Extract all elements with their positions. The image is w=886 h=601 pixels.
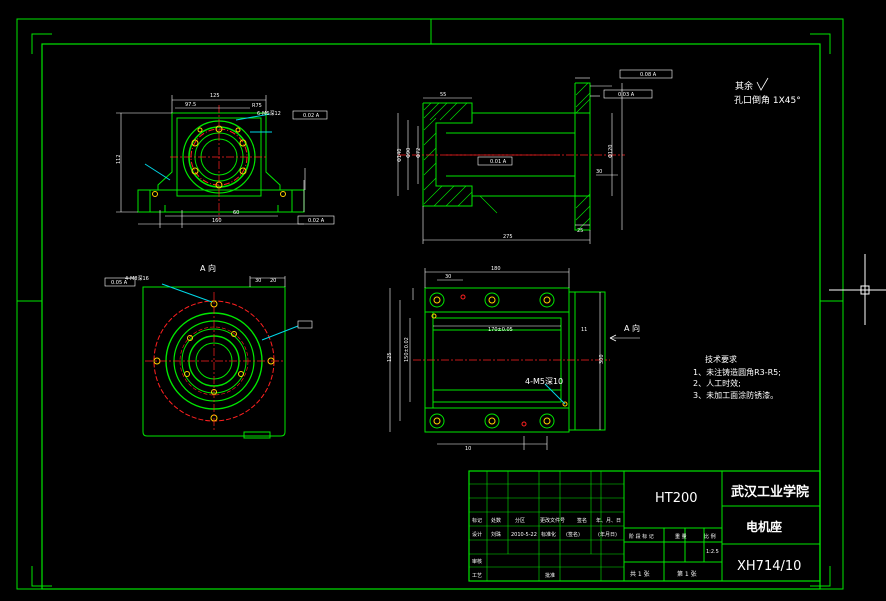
dim-side-c: 170±0.05 <box>488 327 513 333</box>
a-view[interactable] <box>142 276 299 439</box>
dim-sec-e: Φ72 <box>416 148 422 158</box>
view-label-a: A 向 <box>200 263 216 273</box>
dim-top-a: 97.5 <box>185 102 196 108</box>
svg-text:0.03 A: 0.03 A <box>618 92 635 98</box>
dim-side-e: 125 <box>387 352 393 362</box>
callout-holes-top: 6-M6深12 <box>257 110 281 117</box>
tb-row-change: 更改文件号 <box>540 517 565 524</box>
dim-top-d: 160 <box>212 218 222 224</box>
tb-stage: 阶 段 标 记 <box>629 533 654 540</box>
dim-sec-f: Φ120 <box>608 145 614 158</box>
tb-drawing-no: XH714/10 <box>737 559 801 574</box>
tb-row-mark: 标记 <box>472 517 482 524</box>
surface-note-chamfer: 孔口倒角 1X45° <box>734 94 801 106</box>
dim-sec-d: Φ90 <box>406 148 412 158</box>
dim-sec-h: 25 <box>577 228 583 234</box>
callout-holes-side: 4-M5深10 <box>525 377 563 386</box>
tb-ratio: 比 例 <box>704 533 716 540</box>
dim-sec-c: Φ140 <box>397 149 403 162</box>
dim-side-a: 180 <box>491 266 501 272</box>
side-view[interactable] <box>389 268 640 450</box>
dim-top-w: 125 <box>210 93 220 99</box>
tol-frame-4: 0.08 A <box>619 69 673 79</box>
corner-mark-bl <box>31 566 52 587</box>
tb-part-name: 电机座 <box>746 519 782 534</box>
inner-frame <box>41 43 821 590</box>
dim-sec-a: 55 <box>440 92 446 98</box>
dim-top-h: 112 <box>116 154 122 164</box>
tb-craft: 工艺 <box>472 573 482 579</box>
outer-frame <box>16 18 844 590</box>
crosshair-cursor[interactable] <box>829 254 886 325</box>
tb-approve: 批准 <box>545 572 555 579</box>
tb-scale: 1:2.5 <box>706 549 719 555</box>
svg-text:0.02 A: 0.02 A <box>303 113 320 119</box>
corner-mark-br <box>810 566 831 587</box>
tb-material: HT200 <box>655 491 698 506</box>
dim-side-g: 10 <box>465 446 471 452</box>
tech-req-item-1: 1、未注铸造圆角R3-R5; <box>693 367 781 377</box>
dim-side-b: 30 <box>445 274 451 280</box>
tb-design: 设计 <box>472 531 482 538</box>
callout-holes-a: 4-M8深16 <box>125 275 149 282</box>
tb-row-count: 处数 <box>491 517 501 524</box>
tb-weight: 重 量 <box>675 533 687 540</box>
roughness-symbol <box>756 77 769 91</box>
dim-a-b: 20 <box>270 278 276 284</box>
tb-date: 2010-5-22 <box>511 532 537 538</box>
dim-side-f: 150±0.02 <box>404 337 410 362</box>
datum-box <box>297 320 313 329</box>
tb-date-label: (年月日) <box>598 531 617 538</box>
svg-text:0.05 A: 0.05 A <box>111 280 128 286</box>
tb-std: 标准化 <box>541 531 556 538</box>
tol-frame-1: 0.02 A <box>292 110 328 120</box>
corner-mark-tl <box>31 33 52 54</box>
tb-row-zone: 分区 <box>515 517 525 524</box>
tech-req-item-3: 3、未加工面涂防锈漆。 <box>693 390 778 400</box>
tol-frame-3: 0.05 A <box>104 277 136 287</box>
tol-frame-2: 0.02 A <box>297 215 335 225</box>
tb-sheet-count: 共 1 张 <box>630 570 650 578</box>
tb-sheet-index: 第 1 张 <box>677 570 697 578</box>
tech-req-item-2: 2、人工时效; <box>693 378 741 388</box>
svg-text:0.02 A: 0.02 A <box>308 218 325 224</box>
surface-note-label: 其余 <box>735 80 753 92</box>
tol-frame-5: 0.03 A <box>603 89 653 99</box>
dim-side-d: 11 <box>581 327 587 333</box>
dim-side-h: 300 <box>599 354 605 364</box>
dim-sec-b: 275 <box>503 234 513 240</box>
dim-top-c: 60 <box>233 210 239 216</box>
tb-check: 审核 <box>472 558 482 565</box>
corner-mark-tr <box>810 33 831 54</box>
title-block[interactable] <box>468 470 821 582</box>
tech-req-title: 技术要求 <box>705 354 737 364</box>
tb-school: 武汉工业学院 <box>731 484 809 500</box>
front-view[interactable] <box>116 95 306 228</box>
tb-sign: (签名) <box>566 531 580 538</box>
tb-designer: 刘珠 <box>491 531 501 538</box>
dim-a-a: 30 <box>255 278 261 284</box>
view-label-a-arrow: A 向 <box>624 323 640 333</box>
tb-row-date: 年、月、日 <box>596 517 621 524</box>
section-view[interactable] <box>397 77 625 244</box>
tb-row-sign: 签名 <box>577 517 587 524</box>
dim-top-b: R75 <box>252 103 262 109</box>
svg-text:0.01 A: 0.01 A <box>490 159 507 165</box>
svg-text:0.08 A: 0.08 A <box>640 72 657 78</box>
tol-frame-6: 0.01 A <box>477 156 513 166</box>
dim-sec-g: 30 <box>596 169 602 175</box>
